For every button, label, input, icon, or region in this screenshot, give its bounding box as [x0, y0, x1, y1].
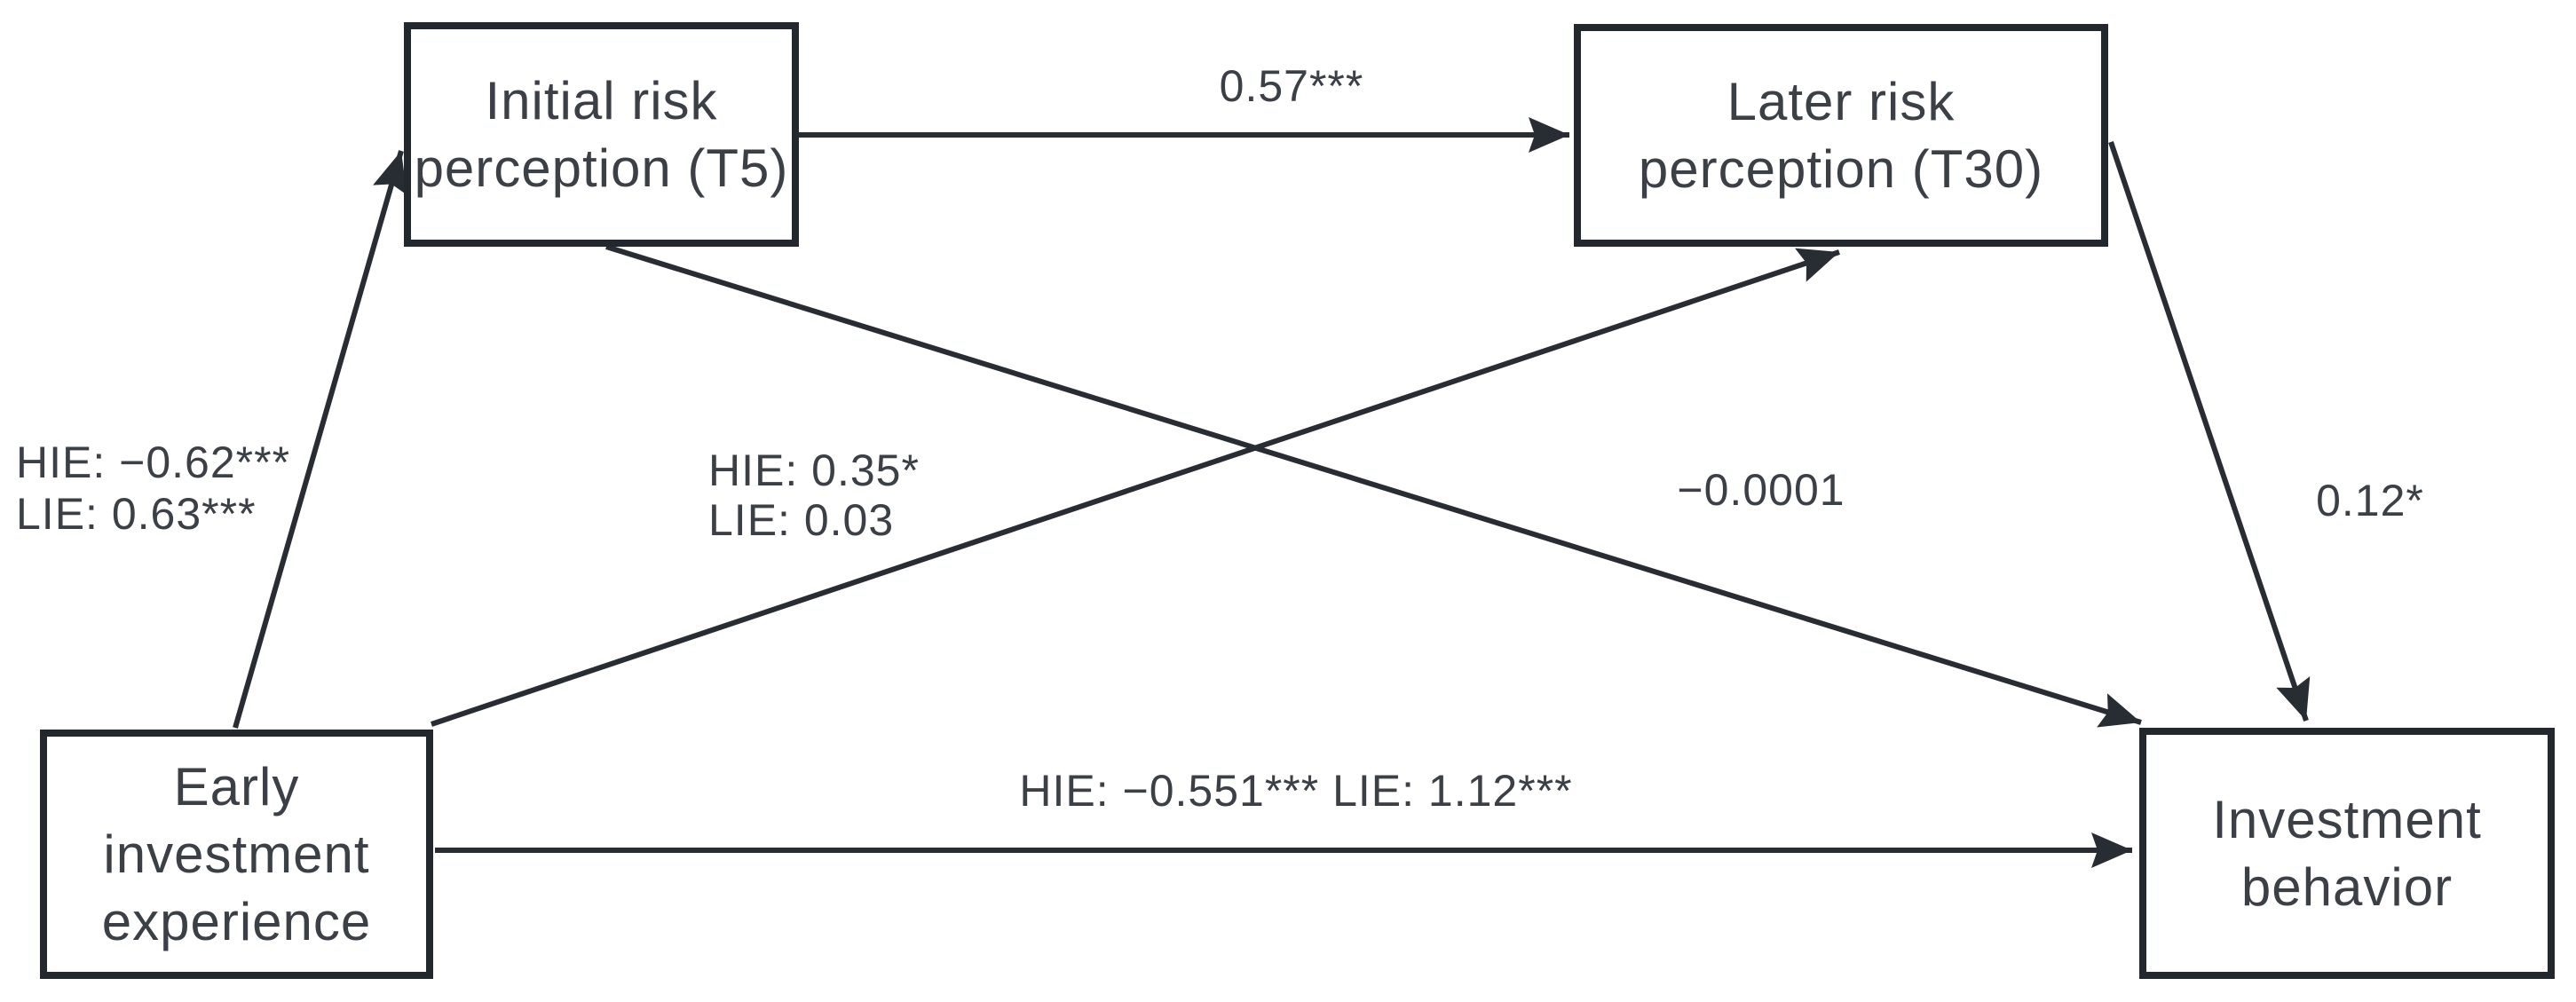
- path-label-early-to-later: HIE: 0.35* LIE: 0.03: [708, 446, 920, 545]
- node-label-line: perception (T30): [1638, 138, 2044, 199]
- node-label-line: Later risk: [1727, 71, 1956, 131]
- node-label-line: Investment: [2212, 789, 2482, 849]
- arrow-later-to-investment: [2108, 141, 2311, 722]
- path-label-line: LIE: 0.03: [708, 495, 895, 545]
- arrow-initial-to-investment: [605, 244, 2142, 728]
- path-label-early-to-initial: HIE: −0.62*** LIE: 0.63***: [16, 437, 290, 540]
- node-label-line: behavior: [2240, 856, 2454, 917]
- path-label-line: HIE: 0.35*: [708, 446, 920, 495]
- node-later-risk-perception: Later risk perception (T30): [1574, 24, 2108, 247]
- node-label-line: investment: [103, 824, 370, 884]
- node-label-line: perception (T5): [414, 138, 789, 198]
- path-label-initial-to-later: 0.57***: [1219, 61, 1364, 111]
- node-label-line: Early: [173, 756, 300, 817]
- path-label-line: LIE: 0.63***: [16, 489, 257, 539]
- path-label-initial-to-investment: −0.0001: [1677, 465, 1845, 515]
- node-label-line: Initial risk: [485, 70, 718, 130]
- node-early-investment-experience: Early investment experience: [40, 730, 433, 979]
- path-label-line: HIE: −0.62***: [16, 438, 291, 487]
- path-label-early-to-investment: HIE: −0.551*** LIE: 1.12***: [1019, 766, 1573, 816]
- node-investment-behavior: Investment behavior: [2139, 728, 2555, 979]
- path-label-later-to-investment: 0.12*: [2316, 476, 2424, 525]
- arrow-early-to-initial: [233, 150, 407, 729]
- node-initial-risk-perception: Initial risk perception (T5): [404, 22, 799, 247]
- node-label-line: experience: [101, 891, 372, 951]
- arrow-early-to-later: [431, 248, 1840, 727]
